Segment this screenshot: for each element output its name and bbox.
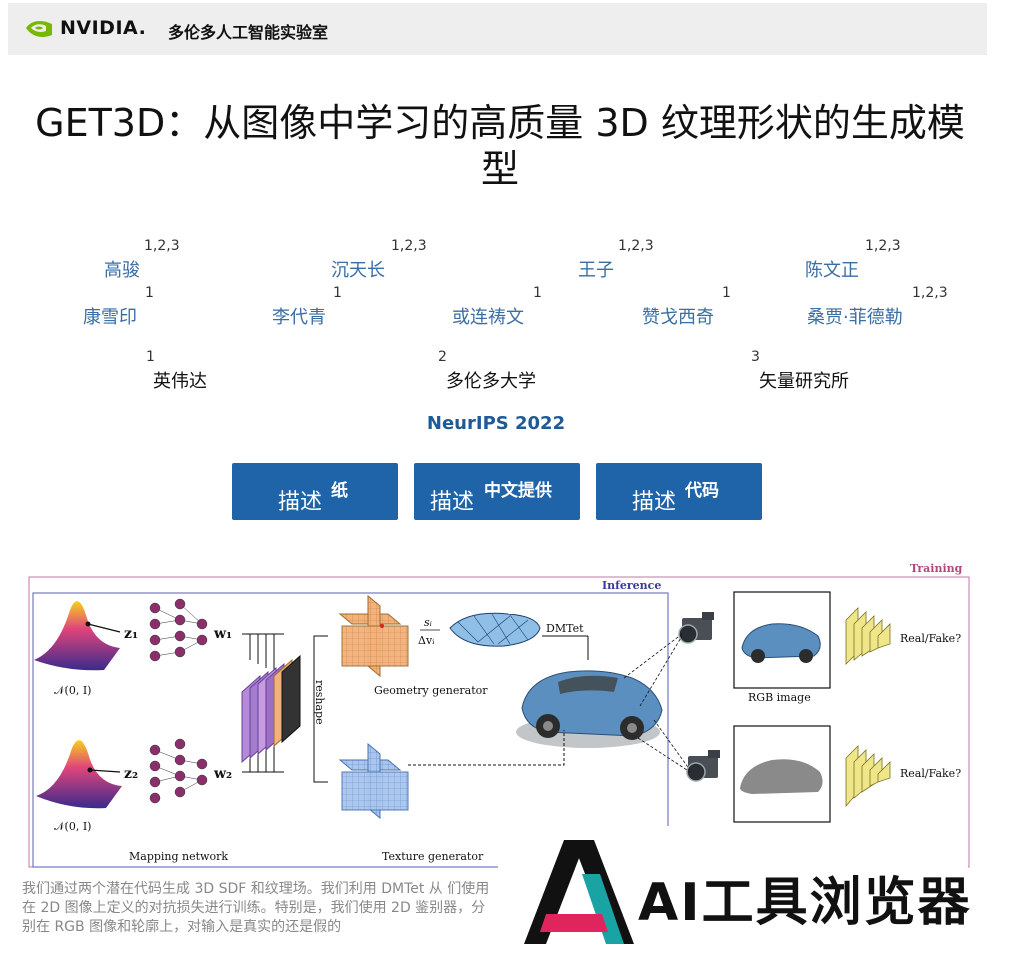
geometry-triplane (338, 594, 409, 678)
mapping-network-label: Mapping network (129, 850, 228, 863)
author-link[interactable]: 陈文正 (805, 260, 859, 281)
latent-arrow (89, 769, 121, 773)
real-fake-top-label: Real/Fake? (900, 632, 961, 645)
render-rays (623, 633, 691, 773)
w1-label: w₁ (213, 626, 232, 642)
author-superscript: 1,2,3 (144, 238, 180, 254)
tet-mesh (449, 612, 541, 647)
inference-label: Inference (602, 579, 661, 592)
discriminator-bottom (845, 745, 891, 808)
discriminator-top (845, 607, 891, 665)
paper-button[interactable]: 描述 纸 (232, 463, 398, 520)
affiliation-number: 3 (751, 349, 760, 365)
button-sub-label: 中文提供 (484, 481, 552, 501)
reshape-label: reshape (313, 680, 326, 725)
venue-label: NeurIPS 2022 (426, 413, 566, 434)
gaussian-surface-bottom (36, 740, 122, 809)
inference-frame (32, 592, 669, 868)
button-main-label: 描述 (278, 490, 323, 515)
author-link[interactable]: 高骏 (104, 260, 140, 281)
watermark-text: AI工具浏览器 (638, 873, 972, 933)
author-superscript: 1,2,3 (391, 238, 427, 254)
affiliation-name: 英伟达 (153, 371, 207, 392)
feature-volume (241, 654, 301, 764)
author-superscript: 1 (145, 285, 154, 301)
author-superscript: 1 (533, 285, 542, 301)
tet-mesh-lines (457, 613, 529, 645)
affiliation-number: 2 (438, 349, 447, 365)
affiliation-number: 1 (146, 349, 155, 365)
z2-label: z₂ (124, 766, 138, 782)
author-link[interactable]: 或连祷文 (452, 307, 524, 328)
si-label: sᵢ (424, 616, 432, 629)
architecture-figure: Training Inference 𝒩(0, I) 𝒩(0, I) z₁ z₂… (28, 562, 970, 868)
lab-name[interactable]: 多伦多人工智能实验室 (168, 23, 329, 42)
watermark-overlay: AI工具浏览器 (498, 826, 970, 950)
affiliation-name: 矢量研究所 (759, 371, 849, 392)
z1-label: z₁ (124, 626, 138, 642)
camera-icon-bottom (686, 750, 720, 782)
training-label: Training (910, 562, 963, 575)
rgb-image-label: RGB image (748, 691, 811, 704)
reshape-bracket (313, 635, 328, 783)
author-superscript: 1,2,3 (618, 238, 654, 254)
page-title: GET3D：从图像中学习的高质量 3D 纹理形状的生成模型 (35, 101, 965, 191)
texture-triplane (338, 742, 409, 820)
real-fake-bottom-label: Real/Fake? (900, 767, 961, 780)
normal-dist-top: 𝒩(0, I) (54, 684, 91, 697)
affiliation-name: 多伦多大学 (446, 371, 536, 392)
dmtet-label: DMTet (546, 622, 584, 635)
author-link[interactable]: 沉天长 (331, 260, 385, 281)
header-bar: NVIDIA. 多伦多人工智能实验室 (8, 3, 987, 55)
button-sub-label: 代码 (685, 481, 719, 501)
generated-car-model (516, 670, 663, 748)
camera-icon-top (678, 612, 714, 644)
author-superscript: 1,2,3 (912, 285, 948, 301)
nvidia-eye-icon (26, 20, 52, 37)
geometry-generator-label: Geometry generator (374, 684, 488, 697)
author-link[interactable]: 康雪印 (83, 307, 137, 328)
nvidia-logo[interactable]: NVIDIA. (24, 15, 146, 41)
delta-v-label: Δvᵢ (418, 634, 435, 647)
author-link[interactable]: 王子 (578, 260, 614, 281)
texture-generator-label: Texture generator (382, 850, 484, 863)
figure-caption: 我们通过两个潜在代码生成 3D SDF 和纹理场。我们利用 DMTet 从 们使… (22, 881, 490, 935)
author-superscript: 1 (722, 285, 731, 301)
rgb-car-render (741, 623, 821, 663)
button-main-label: 描述 (632, 490, 677, 515)
silhouette-car (740, 759, 823, 794)
author-link[interactable]: 李代青 (272, 307, 326, 328)
brand-name: NVIDIA. (60, 17, 147, 39)
chinese-button[interactable]: 描述 中文提供 (414, 463, 580, 520)
button-main-label: 描述 (430, 490, 475, 515)
author-link[interactable]: 赞戈西奇 (642, 307, 714, 328)
mapping-mlp-bottom (149, 738, 208, 804)
code-button[interactable]: 描述 代码 (596, 463, 762, 520)
gaussian-surface-top (34, 601, 120, 671)
w2-label: w₂ (213, 766, 232, 782)
texture-query-line (408, 730, 565, 766)
mapping-mlp-top (149, 598, 208, 662)
watermark-logo-icon (524, 840, 634, 944)
author-link[interactable]: 桑贾·菲德勒 (807, 307, 903, 328)
latent-arrow (87, 623, 121, 633)
author-superscript: 1,2,3 (865, 238, 901, 254)
author-superscript: 1 (333, 285, 342, 301)
button-sub-label: 纸 (331, 481, 348, 501)
normal-dist-bottom: 𝒩(0, I) (54, 820, 91, 833)
